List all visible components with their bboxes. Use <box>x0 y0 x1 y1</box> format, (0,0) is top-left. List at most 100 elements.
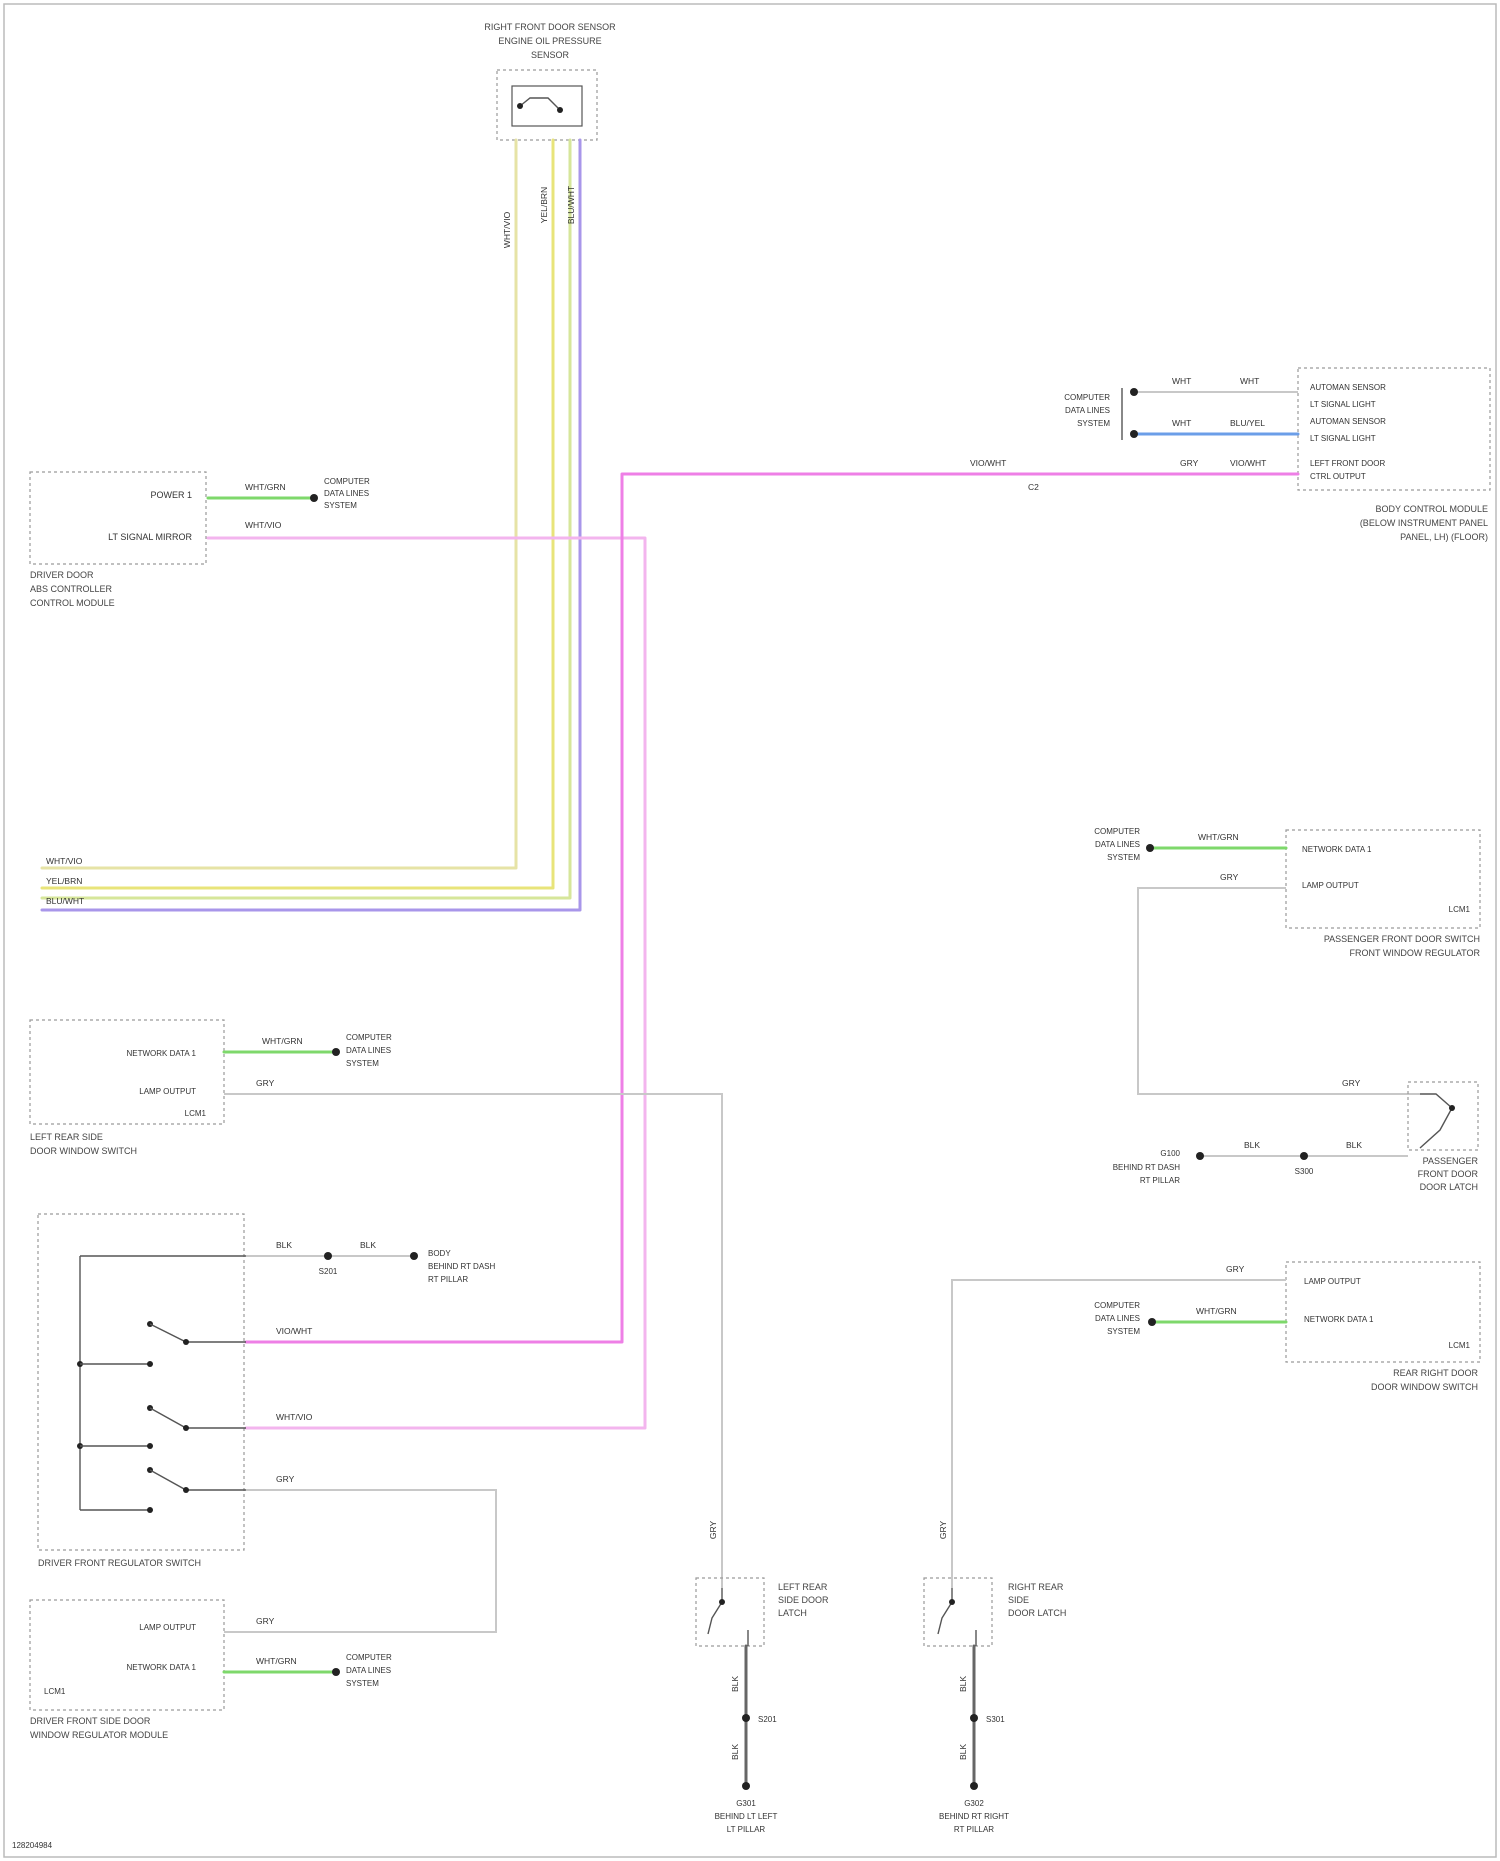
right-pin-3: AUTOMAN SENSOR <box>1310 417 1386 426</box>
lr-latch-gnd-1: BEHIND LT LEFT <box>715 1812 778 1821</box>
right-pin-6: CTRL OUTPUT <box>1310 472 1366 481</box>
right-wire-label-2: WHT <box>1240 376 1259 386</box>
master-splice: S201 <box>319 1267 338 1276</box>
master-wire-top: BLK <box>276 1240 292 1250</box>
master-gnd-1: BODY <box>428 1249 451 1258</box>
left-rear-latch: LEFT REAR SIDE DOOR LATCH <box>696 1578 829 1646</box>
left-module-dest: COMPUTER DATA LINES SYSTEM <box>324 477 370 510</box>
left-module-caption-2: ABS CONTROLLER <box>30 584 113 594</box>
page-frame <box>4 4 1496 1857</box>
left-rear-pin1: NETWORK DATA 1 <box>127 1049 197 1058</box>
lr-latch-ground: G301 <box>736 1799 756 1808</box>
rear-right-side: LCM1 <box>1449 1341 1471 1350</box>
right-latch-ground: G100 <box>1160 1149 1180 1158</box>
vlabel-2: YEL/BRN <box>539 187 549 223</box>
rear-right-caption-1: REAR RIGHT DOOR <box>1393 1368 1478 1378</box>
magenta-mid-label: VIO/WHT <box>970 458 1006 468</box>
wire-top-violet <box>42 140 580 910</box>
left-rear-caption-2: DOOR WINDOW SWITCH <box>30 1146 137 1156</box>
right-wire-label-1: WHT <box>1172 376 1191 386</box>
left-rear-pin2: LAMP OUTPUT <box>139 1087 196 1096</box>
pass-dest-1: COMPUTER <box>1094 827 1140 836</box>
left-rear-dest-1: COMPUTER <box>346 1033 392 1042</box>
right-module-caption-3: PANEL, LH) (FLOOR) <box>1400 532 1488 542</box>
right-latch-wire2: BLK <box>1244 1140 1260 1150</box>
lr-latch-gnd-2: LT PILLAR <box>727 1825 766 1834</box>
lr-latch-caption-3: LATCH <box>778 1608 807 1618</box>
driver-dest-2: DATA LINES <box>346 1666 391 1675</box>
right-latch-caption-2: FRONT DOOR <box>1418 1169 1479 1179</box>
driver-door-module: LAMP OUTPUT NETWORK DATA 1 LCM1 DRIVER F… <box>30 1600 224 1740</box>
right-module: AUTOMAN SENSOR LT SIGNAL LIGHT AUTOMAN S… <box>1298 368 1490 542</box>
driver-door-side: LCM1 <box>44 1687 66 1696</box>
left-rear-side: LCM1 <box>185 1109 207 1118</box>
vlabel-1: WHT/VIO <box>502 211 512 248</box>
wire-magenta-main <box>246 474 1298 1342</box>
master-wire-pink: VIO/WHT <box>276 1326 312 1336</box>
top-sensor-caption-2: ENGINE OIL PRESSURE <box>498 36 601 46</box>
right-latch-gnd-2: RT PILLAR <box>1140 1176 1180 1185</box>
left-dest-2: DATA LINES <box>324 489 369 498</box>
driver-dest-1: COMPUTER <box>346 1653 392 1662</box>
rear-right-dest-2: DATA LINES <box>1095 1314 1140 1323</box>
top-sensor-caption-1: RIGHT FRONT DOOR SENSOR <box>484 22 616 32</box>
lr-latch-splice: S201 <box>758 1715 777 1724</box>
right-pin-4: LT SIGNAL LIGHT <box>1310 434 1376 443</box>
left-rear-wire1: WHT/GRN <box>262 1036 303 1046</box>
right-wire-label-4: BLU/YEL <box>1230 418 1265 428</box>
rr-latch-gnd-1: BEHIND RT RIGHT <box>939 1812 1009 1821</box>
driver-dest-3: SYSTEM <box>346 1679 379 1688</box>
master-wire-pink2: WHT/VIO <box>276 1412 313 1422</box>
master-wire-top2: BLK <box>360 1240 376 1250</box>
top-sensor-caption-3: SENSOR <box>531 50 570 60</box>
rr-latch-gnd-2: RT PILLAR <box>954 1825 994 1834</box>
driver-door-wire1: GRY <box>256 1616 275 1626</box>
lr-latch-wire-mid: BLK <box>730 1676 740 1692</box>
rear-right-switch: LAMP OUTPUT NETWORK DATA 1 LCM1 REAR RIG… <box>1286 1262 1480 1392</box>
pass-door-switch: NETWORK DATA 1 LAMP OUTPUT LCM1 PASSENGE… <box>1286 830 1481 958</box>
right-dest-2: DATA LINES <box>1065 406 1110 415</box>
right-latch: PASSENGER FRONT DOOR DOOR LATCH <box>1408 1082 1478 1192</box>
left-module-pin1: POWER 1 <box>150 490 192 500</box>
pass-door-pin1: NETWORK DATA 1 <box>1302 845 1372 854</box>
right-module-dest: COMPUTER DATA LINES SYSTEM <box>1064 393 1110 428</box>
left-rear-caption-1: LEFT REAR SIDE <box>30 1132 103 1142</box>
rear-right-dest: COMPUTER DATA LINES SYSTEM <box>1094 1301 1140 1336</box>
pass-door-wire1: WHT/GRN <box>1198 832 1239 842</box>
master-gnd-2: BEHIND RT DASH <box>428 1262 495 1271</box>
right-pin-2: LT SIGNAL LIGHT <box>1310 400 1376 409</box>
left-rear-dest-3: SYSTEM <box>346 1059 379 1068</box>
driver-door-dest: COMPUTER DATA LINES SYSTEM <box>346 1653 392 1688</box>
pass-door-wire2: GRY <box>1220 872 1239 882</box>
bus-label-2: YEL/BRN <box>46 876 82 886</box>
rear-right-pin2: NETWORK DATA 1 <box>1304 1315 1374 1324</box>
left-module-wire1-label: WHT/GRN <box>245 482 286 492</box>
right-dest-3: SYSTEM <box>1077 419 1110 428</box>
rr-latch-caption-2: SIDE <box>1008 1595 1029 1605</box>
lr-latch-wire-top: GRY <box>708 1521 718 1540</box>
left-module-caption-1: DRIVER DOOR <box>30 570 94 580</box>
right-wire-label-5: GRY <box>1180 458 1199 468</box>
pass-door-pin2: LAMP OUTPUT <box>1302 881 1359 890</box>
right-wire-label-3: WHT <box>1172 418 1191 428</box>
master-gnd-3: RT PILLAR <box>428 1275 468 1284</box>
footer-id: 128204984 <box>12 1841 53 1850</box>
vertical-wire-labels: WHT/VIO YEL/BRN BLU/WHT <box>502 186 576 248</box>
right-latch-gnd-1: BEHIND RT DASH <box>1113 1163 1180 1172</box>
left-module: POWER 1 LT SIGNAL MIRROR DRIVER DOOR ABS… <box>30 472 206 608</box>
rr-latch-wire-mid: BLK <box>958 1676 968 1692</box>
left-rear-dest-2: DATA LINES <box>346 1046 391 1055</box>
pass-dest-3: SYSTEM <box>1107 853 1140 862</box>
rear-right-caption-2: DOOR WINDOW SWITCH <box>1371 1382 1478 1392</box>
left-rear-dest: COMPUTER DATA LINES SYSTEM <box>346 1033 392 1068</box>
bus-label-1: WHT/VIO <box>46 856 83 866</box>
driver-door-caption-1: DRIVER FRONT SIDE DOOR <box>30 1716 151 1726</box>
driver-door-caption-2: WINDOW REGULATOR MODULE <box>30 1730 168 1740</box>
pass-door-side: LCM1 <box>1449 905 1471 914</box>
left-rear-wire2: GRY <box>256 1078 275 1088</box>
rear-right-wire2: WHT/GRN <box>1196 1306 1237 1316</box>
bus-labels-left: WHT/VIO YEL/BRN BLU/WHT <box>46 856 84 906</box>
left-module-caption-3: CONTROL MODULE <box>30 598 115 608</box>
master-wire-gray: GRY <box>276 1474 295 1484</box>
